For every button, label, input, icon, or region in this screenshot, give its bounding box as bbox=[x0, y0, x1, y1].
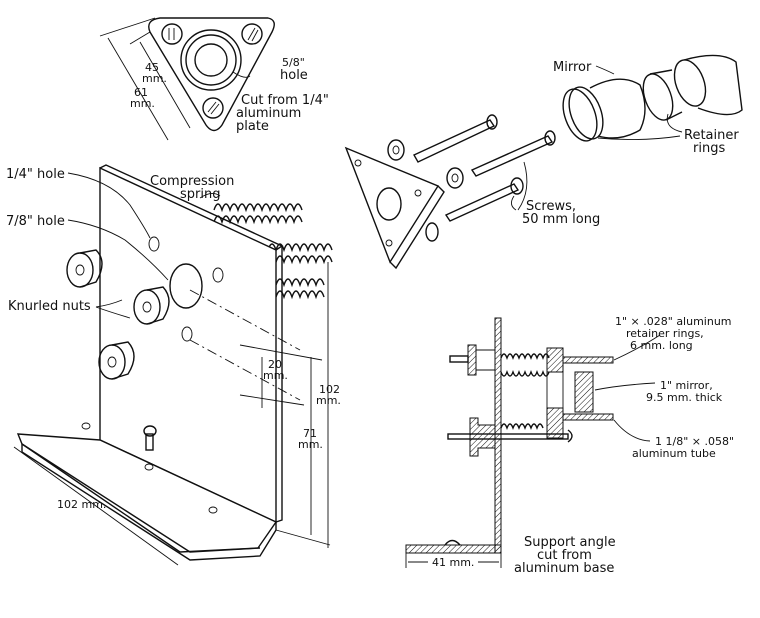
plate-cut-label-1: Cut from 1/4" bbox=[241, 93, 329, 108]
compression-spring-label-2: spring bbox=[180, 187, 220, 202]
retainer-spec-2: retainer rings, bbox=[626, 327, 704, 340]
knurled-nuts-label: Knurled nuts bbox=[8, 299, 91, 314]
dim-71-unit: mm. bbox=[298, 438, 323, 451]
tube-spec-2: aluminum tube bbox=[632, 447, 716, 460]
dim-102v-unit: mm. bbox=[316, 394, 341, 407]
knurled-nuts bbox=[66, 249, 170, 380]
mirror-spec-2: 9.5 mm. thick bbox=[646, 391, 723, 404]
retainer-spec-3: 6 mm. long bbox=[630, 339, 693, 352]
dim-71-label: 71 bbox=[303, 427, 317, 440]
hole-1-4-label: 1/4" hole bbox=[6, 167, 65, 182]
dim-41-label: 41 mm. bbox=[432, 556, 474, 569]
hole-5-8-label: 5/8" bbox=[282, 56, 305, 69]
screws-and-washers bbox=[387, 114, 556, 242]
mirror-label: Mirror bbox=[553, 60, 592, 75]
mirror-spec-1: 1" mirror, bbox=[660, 379, 713, 392]
dim-61-unit: mm. bbox=[130, 97, 155, 110]
plate-cut-label-3: plate bbox=[236, 119, 269, 134]
dim-102h-label: 102 mm. bbox=[57, 498, 106, 511]
screws-label-1: Screws, bbox=[526, 199, 576, 214]
compression-springs bbox=[199, 193, 333, 300]
dim-45-unit: mm. bbox=[142, 72, 167, 85]
plate-cut-label-2: aluminum bbox=[236, 106, 301, 121]
dim-61-label: 61 bbox=[134, 86, 148, 99]
screws-label-2: 50 mm long bbox=[522, 212, 600, 227]
tube-spec-1: 1 1/8" × .058" bbox=[655, 435, 734, 448]
labels: 45 mm. 61 mm. 5/8" hole Cut from 1/4" al… bbox=[6, 56, 739, 576]
leader-lines bbox=[67, 172, 169, 319]
triangular-plate-isometric bbox=[344, 146, 445, 270]
support-angle-label-2: cut from bbox=[537, 548, 592, 563]
retainer-spec-1: 1" × .028" aluminum bbox=[615, 315, 732, 328]
mirror-and-retainer-rings bbox=[562, 54, 743, 142]
retainer-rings-label-2: rings bbox=[693, 141, 725, 156]
dim-102v-label: 102 bbox=[319, 383, 340, 396]
height-dimensions bbox=[13, 262, 331, 566]
cross-section-view bbox=[405, 317, 661, 568]
hole-5-8-text: hole bbox=[280, 68, 308, 83]
compression-spring-label-1: Compression bbox=[150, 174, 234, 189]
hole-7-8-label: 7/8" hole bbox=[6, 214, 65, 229]
support-angle-label-3: aluminum base bbox=[514, 561, 614, 576]
dim-20-unit: mm. bbox=[263, 369, 288, 382]
dim-45-label: 45 bbox=[145, 61, 159, 74]
support-angle-label-1: Support angle bbox=[524, 535, 616, 550]
dim-20-label: 20 bbox=[268, 358, 282, 371]
triangular-plate-plan bbox=[99, 17, 275, 141]
retainer-rings-label-1: Retainer bbox=[684, 128, 739, 143]
